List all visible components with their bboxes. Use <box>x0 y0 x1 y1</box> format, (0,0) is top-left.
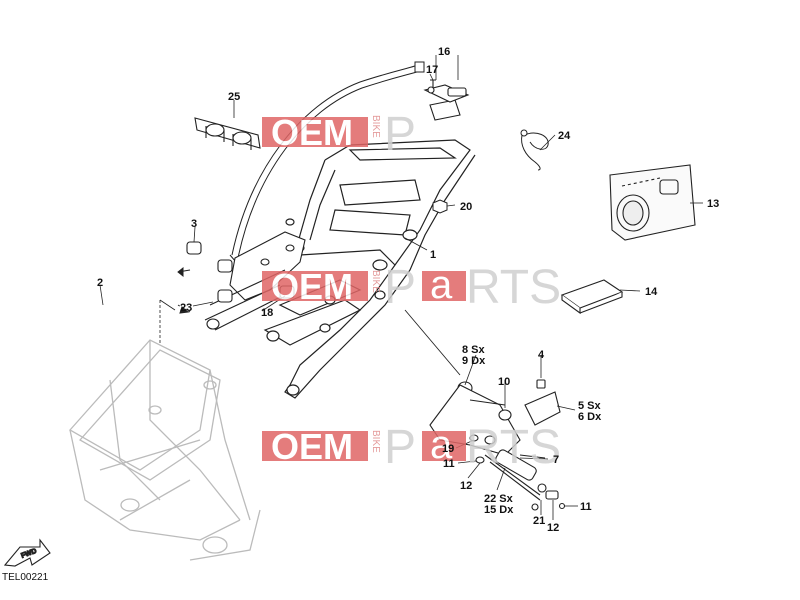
watermark-middle: OEM BIKE P a RTS <box>262 261 561 314</box>
watermark-oem-text: OEM <box>271 112 353 153</box>
callout-16: 16 <box>438 46 450 58</box>
cable-hose <box>229 61 425 263</box>
callout-24: 24 <box>558 130 571 142</box>
callout-labels: 16 17 25 24 20 13 14 1 3 2 23 18 8 Sx 9 … <box>97 46 719 534</box>
svg-text:P: P <box>384 261 416 314</box>
callout-5: 5 Sx <box>578 400 602 412</box>
callout-10: 10 <box>498 376 510 388</box>
svg-text:RTS: RTS <box>466 421 561 474</box>
callout-12-right: 12 <box>547 522 559 534</box>
svg-text:BIKE: BIKE <box>370 270 381 293</box>
frame-leader <box>159 299 176 345</box>
watermark-bike-text: BIKE <box>370 115 381 138</box>
ghost-main-frame <box>68 339 261 561</box>
svg-text:a: a <box>430 263 453 307</box>
callout-4: 4 <box>538 349 545 361</box>
callout-21: 21 <box>533 515 545 527</box>
part-14-pad <box>560 279 624 315</box>
callout-17: 17 <box>426 64 438 76</box>
svg-text:OEM: OEM <box>271 266 353 307</box>
callout-6: 6 Dx <box>578 411 602 423</box>
callout-19: 19 <box>442 443 454 455</box>
bracket-arrows <box>177 266 191 314</box>
svg-text:RTS: RTS <box>466 261 561 314</box>
reference-code: TEL00221 <box>2 572 49 583</box>
fwd-arrow-icon: FWD <box>3 538 51 567</box>
svg-text:OEM: OEM <box>271 426 353 467</box>
callout-9: 9 Dx <box>462 355 486 367</box>
callout-11-right: 11 <box>580 501 592 513</box>
callout-12-left: 12 <box>460 480 472 492</box>
callout-1: 1 <box>430 249 436 261</box>
watermark-top: OEM BIKE P <box>262 108 416 161</box>
callout-25: 25 <box>228 91 240 103</box>
part-25-clamp <box>194 117 261 150</box>
part-24-cable <box>520 129 549 171</box>
svg-text:P: P <box>384 421 416 474</box>
part-13-cover <box>609 164 696 241</box>
footpeg-hanger <box>404 309 566 511</box>
callout-8: 8 Sx <box>462 344 486 356</box>
callout-15: 15 Dx <box>484 504 514 516</box>
callout-7: 7 <box>553 454 559 466</box>
watermark-p-text: P <box>384 108 416 161</box>
callout-14: 14 <box>645 286 658 298</box>
callout-11-left: 11 <box>443 458 455 470</box>
callout-20: 20 <box>460 201 472 213</box>
callout-22: 22 Sx <box>484 493 514 505</box>
svg-text:a: a <box>430 423 453 467</box>
callout-2: 2 <box>97 277 103 289</box>
callout-18: 18 <box>261 307 273 319</box>
callout-23: 23 <box>180 302 192 314</box>
callout-3: 3 <box>191 218 197 230</box>
part-16-bracket <box>423 79 470 121</box>
svg-text:BIKE: BIKE <box>370 430 381 453</box>
watermark-bottom: OEM BIKE P a RTS <box>262 421 561 474</box>
callout-13: 13 <box>707 198 719 210</box>
part-20-nut <box>432 199 448 214</box>
